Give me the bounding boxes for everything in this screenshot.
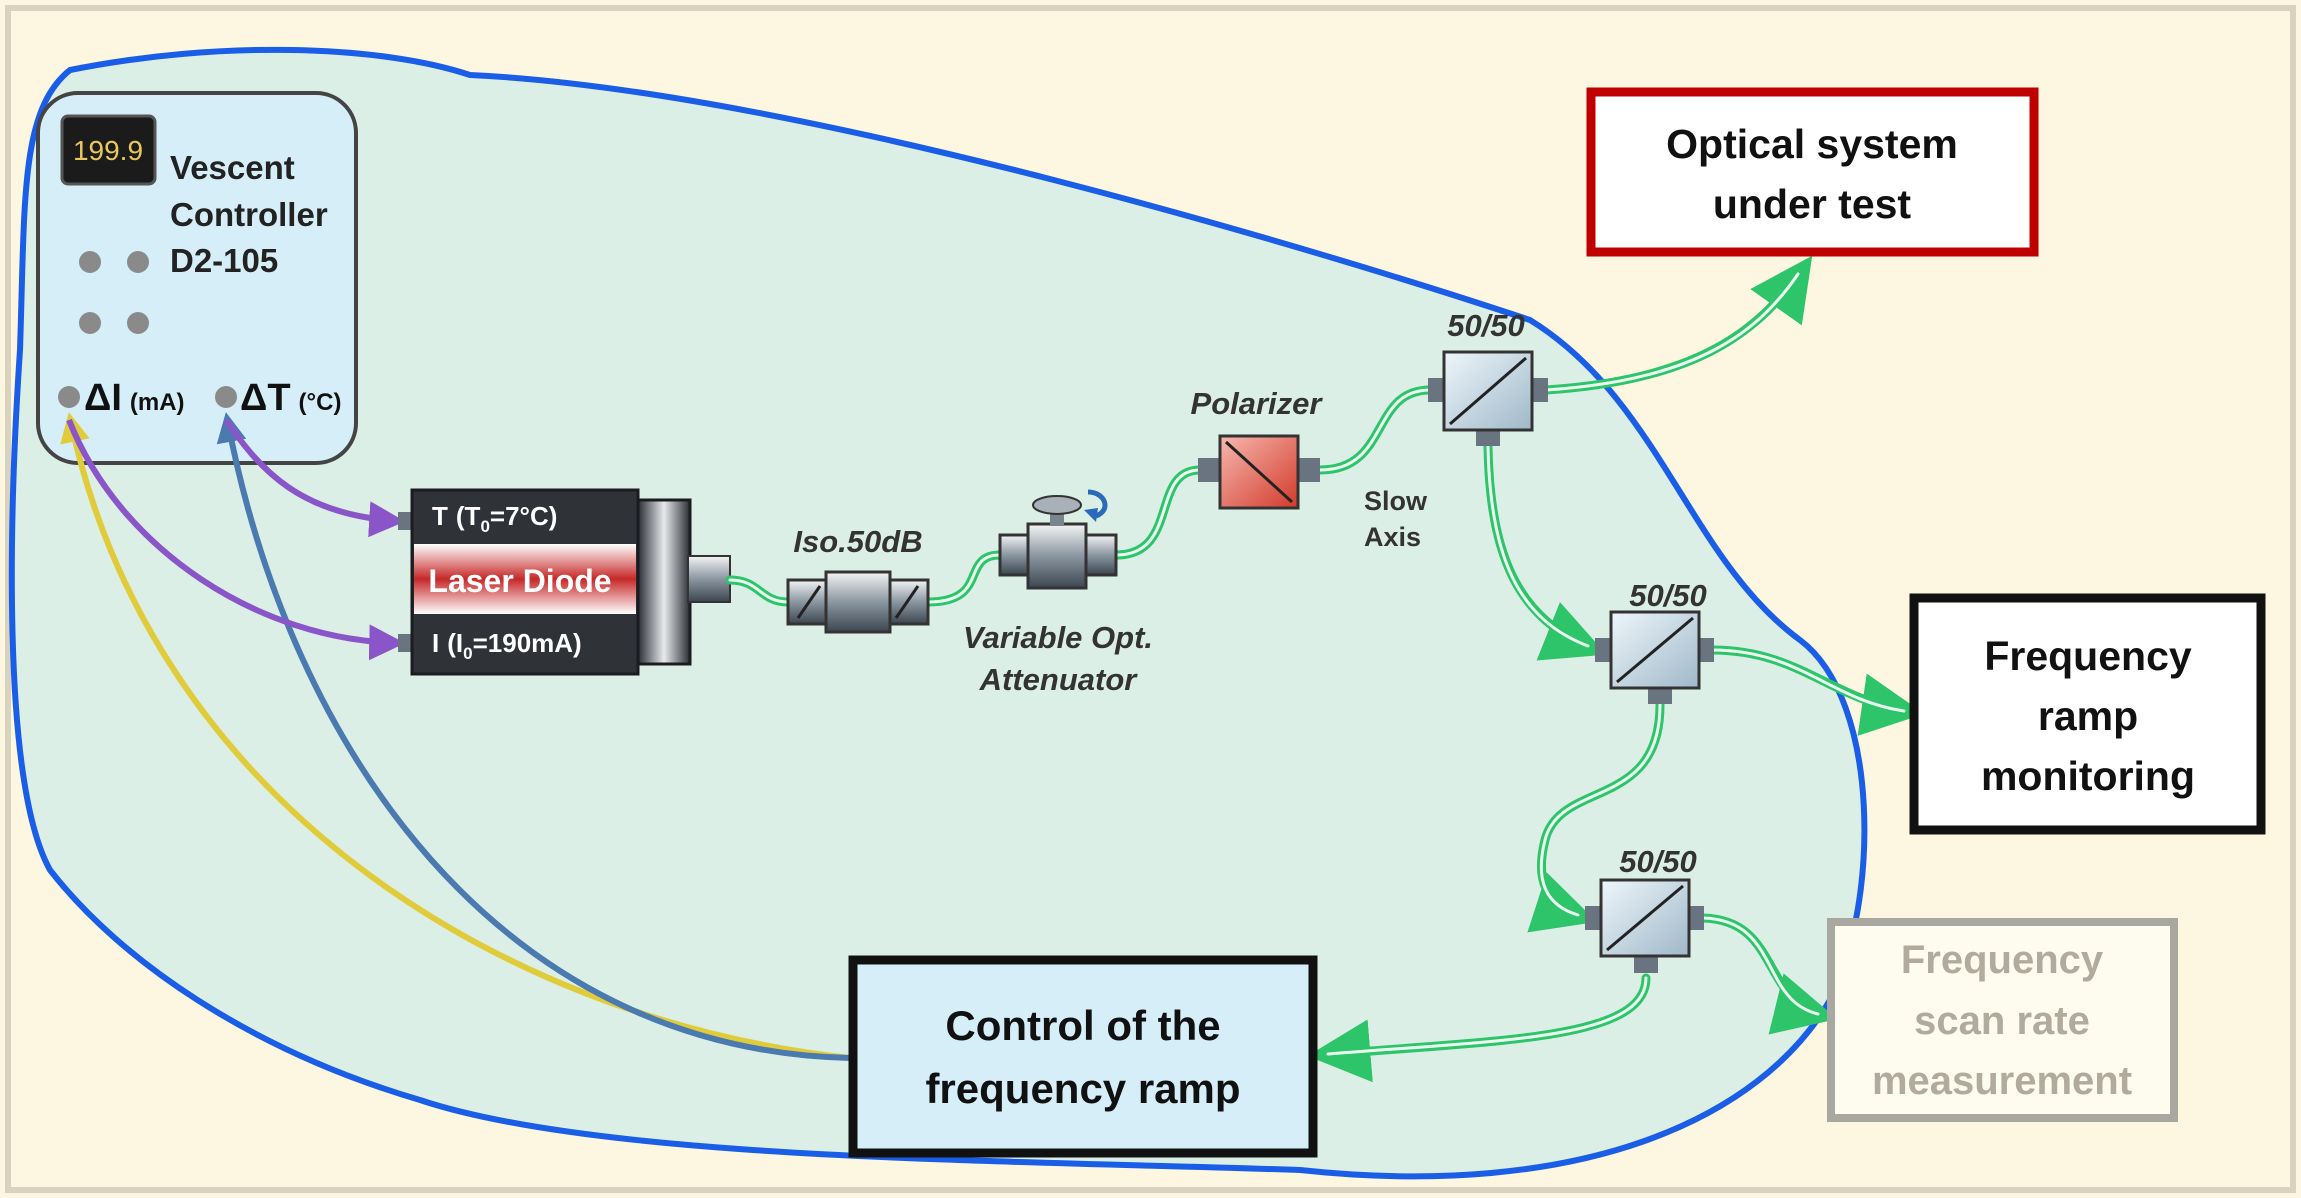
purple-wire-current [66,418,406,661]
controller-display-value: 199.9 [73,135,143,166]
fiber-core [728,578,790,604]
controller-name-line-1: Vescent [170,149,295,186]
laser-band [414,544,636,614]
scan-rate-line-3: measurement [1872,1059,2132,1103]
scan-rate-frame [1827,918,2178,1122]
splitter-2-port-left [1595,638,1611,662]
splitter-2-label: 50/50 [1629,578,1707,613]
yellow-control-wire [60,412,851,1061]
polarizer-stub-right [1298,458,1320,482]
polarizer-stub-left [1198,458,1220,482]
polarizer: Polarizer Slow Axis [1191,386,1428,552]
splitter-3-port-left [1585,906,1601,930]
vescent-controller: 199.9 Vescent Controller D2-105 ΔI(mA) Δ… [36,91,358,465]
fiber-core [926,553,1002,604]
slow-axis-line-2: Axis [1364,522,1421,552]
fiber-core [1539,703,1662,917]
page-frame [5,5,2296,1193]
purple-wire-temperature [223,418,406,538]
ramp-monitoring-box: Frequency ramp monitoring [1909,593,2266,835]
attenuator-rotate-icon [1087,489,1108,519]
optical-system-line-2: under test [1713,181,1912,227]
attenuator-rotate-arrowhead [1084,508,1098,522]
splitter-1-diagonal [1449,356,1527,426]
controller-name-line-3: D2-105 [170,242,278,279]
splitter-2-port-right [1698,638,1714,662]
controller-knob [79,251,101,273]
splitter-3-port-bottom [1634,955,1658,973]
isolator-center [824,570,892,634]
attenuator-knob [1032,495,1082,515]
optical-system-box: Optical system under test [1586,87,2039,257]
scan-rate-line-1: Frequency [1901,938,2104,982]
ramp-monitoring-line-2: ramp [2038,693,2138,739]
delta-t-label: ΔT(°C) [240,377,341,419]
scan-rate-line-2: scan rate [1914,999,2090,1043]
attenuator-label-line-1: Variable Opt. [963,620,1153,655]
splitter-2-port-bottom [1648,686,1672,704]
control-ramp-box: Control of the frequency ramp [848,955,1318,1158]
controller-knob [127,312,149,334]
attenuator-label-line-2: Attenuator [979,662,1139,697]
fiber-core [1114,468,1202,557]
splitter-1-port-left [1428,378,1444,402]
splitter-2-diagonal [1616,616,1694,684]
laser-diode-module: Laser Diode T(T0=7°C) I(I0=190mA) [398,488,731,676]
fiber-core [1318,388,1432,472]
optical-fibers-core [728,272,1906,1056]
ramp-monitoring-line-1: Frequency [1984,633,2192,679]
optical-system-frame [1586,87,2039,257]
slow-axis-line-1: Slow [1364,486,1428,516]
splitter-3-port-right [1688,906,1704,930]
delta-t-port [215,386,237,408]
controller-name-line-2: Controller [170,196,328,233]
isolator-diagonal [796,585,822,619]
system-boundary-blob [8,46,1868,1180]
laser-heatsink [636,498,692,666]
controller-knob [79,312,101,334]
control-ramp-frame [848,955,1318,1158]
fiber-core [1326,976,1648,1056]
laser-current-label: I(I0=190mA) [432,628,582,663]
ramp-monitoring-line-3: monitoring [1981,753,2195,799]
laser-label: Laser Diode [428,563,611,599]
variable-attenuator: Variable Opt. Attenuator [963,489,1153,697]
attenuator-center [1026,522,1088,590]
isolator-label: Iso.50dB [793,524,922,559]
laser-temp-pin [398,512,414,530]
laser-output-nozzle [687,555,731,603]
beam-splitter-3: 50/50 [1585,844,1704,973]
delta-i-port [58,386,80,408]
scan-rate-box: Frequency scan rate measurement [1827,918,2178,1122]
polarizer-label: Polarizer [1191,386,1324,421]
control-ramp-line-1: Control of the [945,1002,1220,1049]
splitter-1-port-bottom [1476,428,1500,446]
splitter-3-label: 50/50 [1619,844,1697,879]
beam-splitter-1: 50/50 [1428,308,1548,446]
beam-splitter-2: 50/50 [1595,578,1714,704]
ramp-monitoring-frame [1909,593,2266,835]
splitter-1-label: 50/50 [1447,308,1525,343]
optical-system-line-1: Optical system [1666,121,1958,167]
splitter-3-diagonal [1606,884,1684,952]
fiber-core [1710,648,1906,713]
delta-i-label: ΔI(mA) [84,377,185,419]
polarizer-diagonal [1224,440,1294,504]
laser-current-pin [398,634,414,652]
isolator-diagonal [894,585,920,619]
control-ramp-line-2: frequency ramp [925,1065,1240,1112]
fiber-core [1486,444,1590,648]
laser-temp-label: T(T0=7°C) [432,501,557,536]
isolator: Iso.50dB [786,524,930,634]
controller-knob [127,251,149,273]
blue-control-wire [216,412,851,1061]
controller-display [60,114,157,186]
fiber-core [1701,916,1820,1016]
fiber-core [1544,272,1800,392]
splitter-1-port-right [1532,378,1548,402]
